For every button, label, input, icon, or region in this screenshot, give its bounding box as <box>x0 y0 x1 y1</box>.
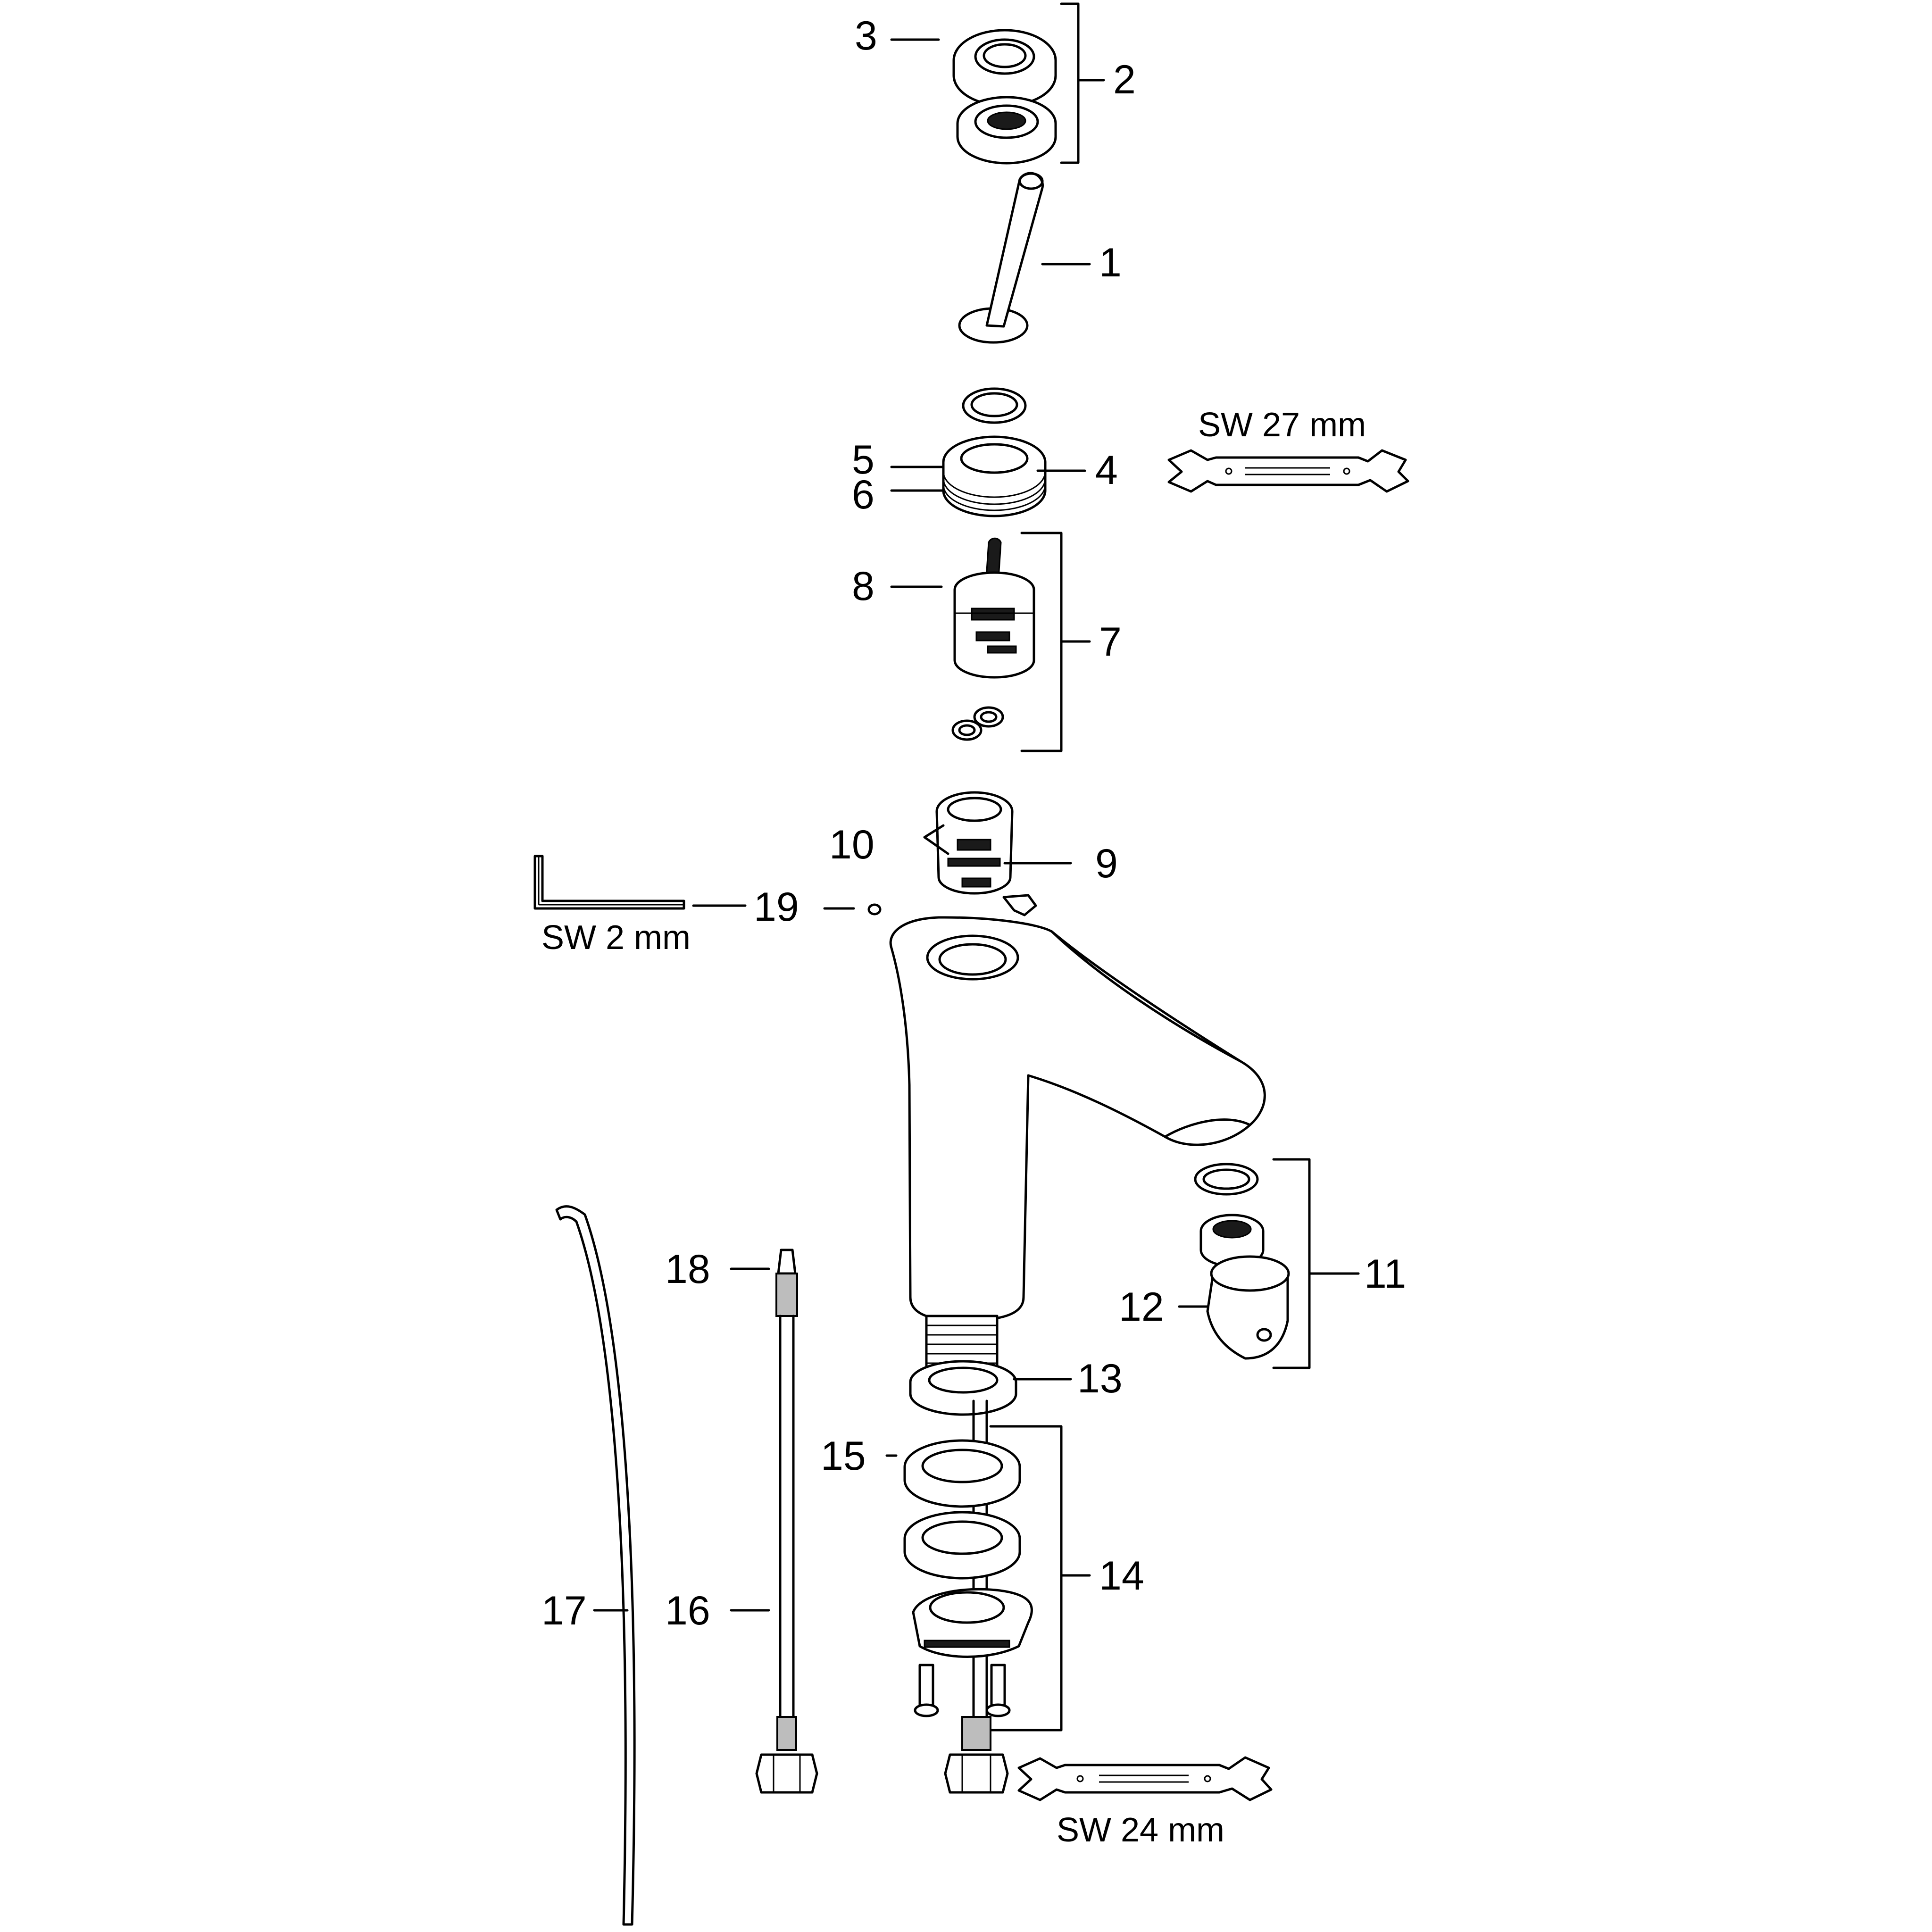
label-hex-key-sw2: SW 2 mm <box>541 919 691 957</box>
label-part-8: 8 <box>852 564 874 609</box>
lever-handle-part-1 <box>958 172 1044 344</box>
cartridge-seals <box>951 706 1004 741</box>
bracket-part-14 <box>989 1425 1063 1732</box>
cap-ring-lower-part-2 <box>956 96 1057 165</box>
label-part-5: 5 <box>852 437 874 483</box>
seal-ring-top <box>962 387 1027 424</box>
cartridge-part-8 <box>953 537 1035 679</box>
label-part-7: 7 <box>1099 619 1122 665</box>
hose-nut-right <box>944 1716 1009 1794</box>
leader-part-10 <box>923 824 949 855</box>
threaded-nut-part-4 <box>942 435 1047 517</box>
label-part-14: 14 <box>1099 1553 1144 1599</box>
mounting-screws <box>914 1664 1011 1717</box>
label-part-10: 10 <box>829 822 874 867</box>
label-part-18: 18 <box>665 1247 710 1292</box>
label-wrench-sw24: SW 24 mm <box>1057 1811 1224 1849</box>
label-part-3: 3 <box>855 13 877 58</box>
label-part-15: 15 <box>821 1433 866 1479</box>
supply-pipe-part-17 <box>555 1205 636 1926</box>
label-part-16: 16 <box>665 1588 710 1633</box>
cap-ring-part-3 <box>952 29 1057 107</box>
label-part-11: 11 <box>1364 1251 1406 1297</box>
label-part-2: 2 <box>1113 57 1136 102</box>
label-part-1: 1 <box>1099 240 1122 285</box>
label-part-6: 6 <box>852 472 874 517</box>
washer-part-15 <box>903 1439 1021 1508</box>
aerator-housing-part-12 <box>1206 1255 1290 1360</box>
label-part-9: 9 <box>1095 841 1118 886</box>
supply-hose-part-16 <box>755 1249 818 1794</box>
aerator-insert <box>1199 1214 1265 1267</box>
bracket-part-2 <box>1060 2 1080 164</box>
bracket-part-11 <box>1272 1158 1311 1369</box>
hex-key-sw2-icon <box>533 855 685 910</box>
mounting-bracket <box>912 1588 1033 1658</box>
wrench-sw24-icon <box>1017 1756 1273 1801</box>
clip-part-9 <box>1002 894 1037 916</box>
washer-second <box>903 1511 1021 1580</box>
threaded-shank-part-13 <box>909 1315 1017 1416</box>
grub-screw-part-19 <box>867 903 882 916</box>
wrench-sw27-icon <box>1167 449 1409 493</box>
label-part-4: 4 <box>1095 448 1118 493</box>
label-part-12: 12 <box>1119 1284 1164 1330</box>
faucet-body <box>889 916 1266 1322</box>
label-wrench-sw27: SW 27 mm <box>1198 406 1366 444</box>
label-part-17: 17 <box>541 1588 587 1633</box>
insert-part-10 <box>935 791 1014 895</box>
label-part-19: 19 <box>754 884 799 930</box>
label-part-13: 13 <box>1077 1356 1123 1401</box>
aerator-seal <box>1194 1163 1259 1196</box>
